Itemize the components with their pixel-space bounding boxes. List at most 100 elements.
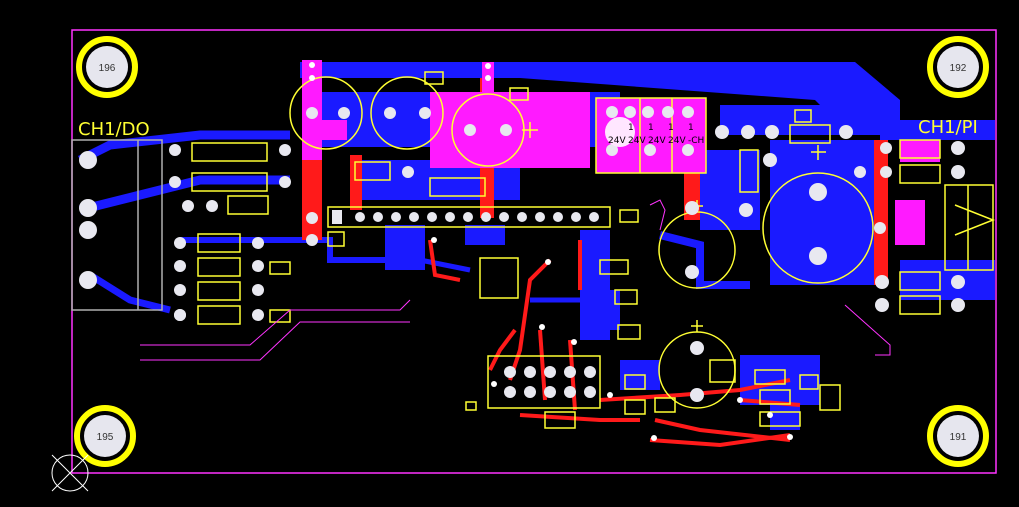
smd-15 <box>327 231 345 247</box>
smd-10 <box>544 411 576 429</box>
resistor-r4 <box>197 233 241 253</box>
relay-pin-1: 1 <box>628 123 634 133</box>
mounting-hole-top-left: 196 <box>76 36 138 98</box>
resistor-r6 <box>197 281 241 301</box>
right-connector-detail <box>954 185 996 270</box>
pad-bh-10 <box>584 386 596 398</box>
pad-header-12 <box>535 212 545 222</box>
pad-header-7 <box>445 212 455 222</box>
smd-9 <box>624 399 646 415</box>
pad-relay-8 <box>682 144 694 156</box>
smd-6 <box>709 359 736 383</box>
pad-m6 <box>765 125 779 139</box>
top-trace-6 <box>654 418 791 442</box>
smd-8 <box>654 397 676 413</box>
pad-m5 <box>741 125 755 139</box>
pad-m11 <box>880 166 892 178</box>
via-13 <box>491 381 497 387</box>
relay-pin-2: 1 <box>648 123 654 133</box>
top-trace-7 <box>649 433 791 448</box>
smd-2 <box>759 389 791 405</box>
relay-labels: 1 1 1 1 24V 24V 24V 24V -CH <box>608 123 704 146</box>
pad-cap5-b <box>690 388 704 402</box>
pad-bh-5 <box>584 366 596 378</box>
pad-m12 <box>875 275 889 289</box>
hole-label-195: 195 <box>97 432 114 443</box>
pad-conn-l1 <box>79 151 97 169</box>
pad-conn-l3 <box>79 221 97 239</box>
relay-label-4: 24V <box>668 136 686 146</box>
top-pour-mid <box>350 155 362 210</box>
pad-cap2-a <box>384 107 396 119</box>
pad-m1 <box>402 166 414 178</box>
bottom-header-outline <box>487 355 601 409</box>
pad-m13 <box>875 298 889 312</box>
keepout-3 <box>844 304 891 356</box>
bottom-pad-block-2 <box>465 225 505 245</box>
pad-r5b <box>252 260 264 272</box>
pad-header-11 <box>517 212 527 222</box>
pad-m18 <box>854 166 866 178</box>
pad-r3a <box>182 200 194 212</box>
diode-d1 <box>789 124 831 144</box>
res-r9 <box>354 161 391 181</box>
top-pour-r2 <box>874 140 888 285</box>
bottom-trace-left-3 <box>88 272 171 314</box>
magenta-pour-5 <box>900 140 940 162</box>
pad-r6b <box>252 284 264 296</box>
left-connector-body <box>71 139 163 311</box>
pad-r3b <box>206 200 218 212</box>
pad-m10 <box>880 142 892 154</box>
pad-bh-9 <box>564 386 576 398</box>
relay-outline <box>595 97 707 174</box>
bottom-trace-left-4 <box>180 237 420 263</box>
smd-19 <box>509 87 529 101</box>
hole-label-196: 196 <box>99 63 116 74</box>
diode-d5 <box>899 295 941 315</box>
pad-relay-1 <box>606 106 618 118</box>
bottom-pour-right-4 <box>900 260 995 300</box>
top-trace-3 <box>538 329 547 401</box>
smd-7 <box>624 374 646 390</box>
pad-capbig-a <box>809 183 827 201</box>
smd-4 <box>819 384 841 411</box>
via-14 <box>607 392 613 398</box>
resistor-r5 <box>197 257 241 277</box>
connector-label-left: CH1/DO <box>78 119 150 140</box>
smd-12 <box>614 289 638 305</box>
pad-r1b <box>279 144 291 156</box>
pad-cap1-b <box>338 107 350 119</box>
header-strip <box>327 206 611 228</box>
keepout-1 <box>140 299 411 346</box>
pad-cap3-b <box>500 124 512 136</box>
pad-header-3 <box>373 212 383 222</box>
relay-pin-4: 1 <box>688 123 694 133</box>
pad-bh-6 <box>504 386 516 398</box>
pad-bh-2 <box>524 366 536 378</box>
cap-plus-big <box>811 145 826 160</box>
pad-header-2 <box>355 212 365 222</box>
mounting-hole-top-right: 192 <box>927 36 989 98</box>
magenta-pour-7 <box>322 120 347 140</box>
resistor-r3 <box>227 195 269 215</box>
mounting-hole-bottom-right: 191 <box>927 405 989 467</box>
pad-header-8 <box>463 212 473 222</box>
pad-m17 <box>951 298 965 312</box>
smd-13 <box>617 324 641 340</box>
pad-header-14 <box>571 212 581 222</box>
top-trace-8 <box>599 378 791 402</box>
pad-m8 <box>739 203 753 217</box>
relay-pin-3: 1 <box>668 123 674 133</box>
smd-18 <box>424 71 444 85</box>
pad-bh-4 <box>564 366 576 378</box>
pad-cap1-a <box>306 107 318 119</box>
via-8 <box>571 339 577 345</box>
bottom-pad-block-1 <box>385 225 425 270</box>
smd-20 <box>794 109 812 123</box>
pads <box>79 106 965 402</box>
via-2 <box>309 75 315 81</box>
resistor-r7 <box>197 305 241 325</box>
top-trace-5 <box>519 413 640 422</box>
bottom-trace-left-2 <box>78 175 290 215</box>
